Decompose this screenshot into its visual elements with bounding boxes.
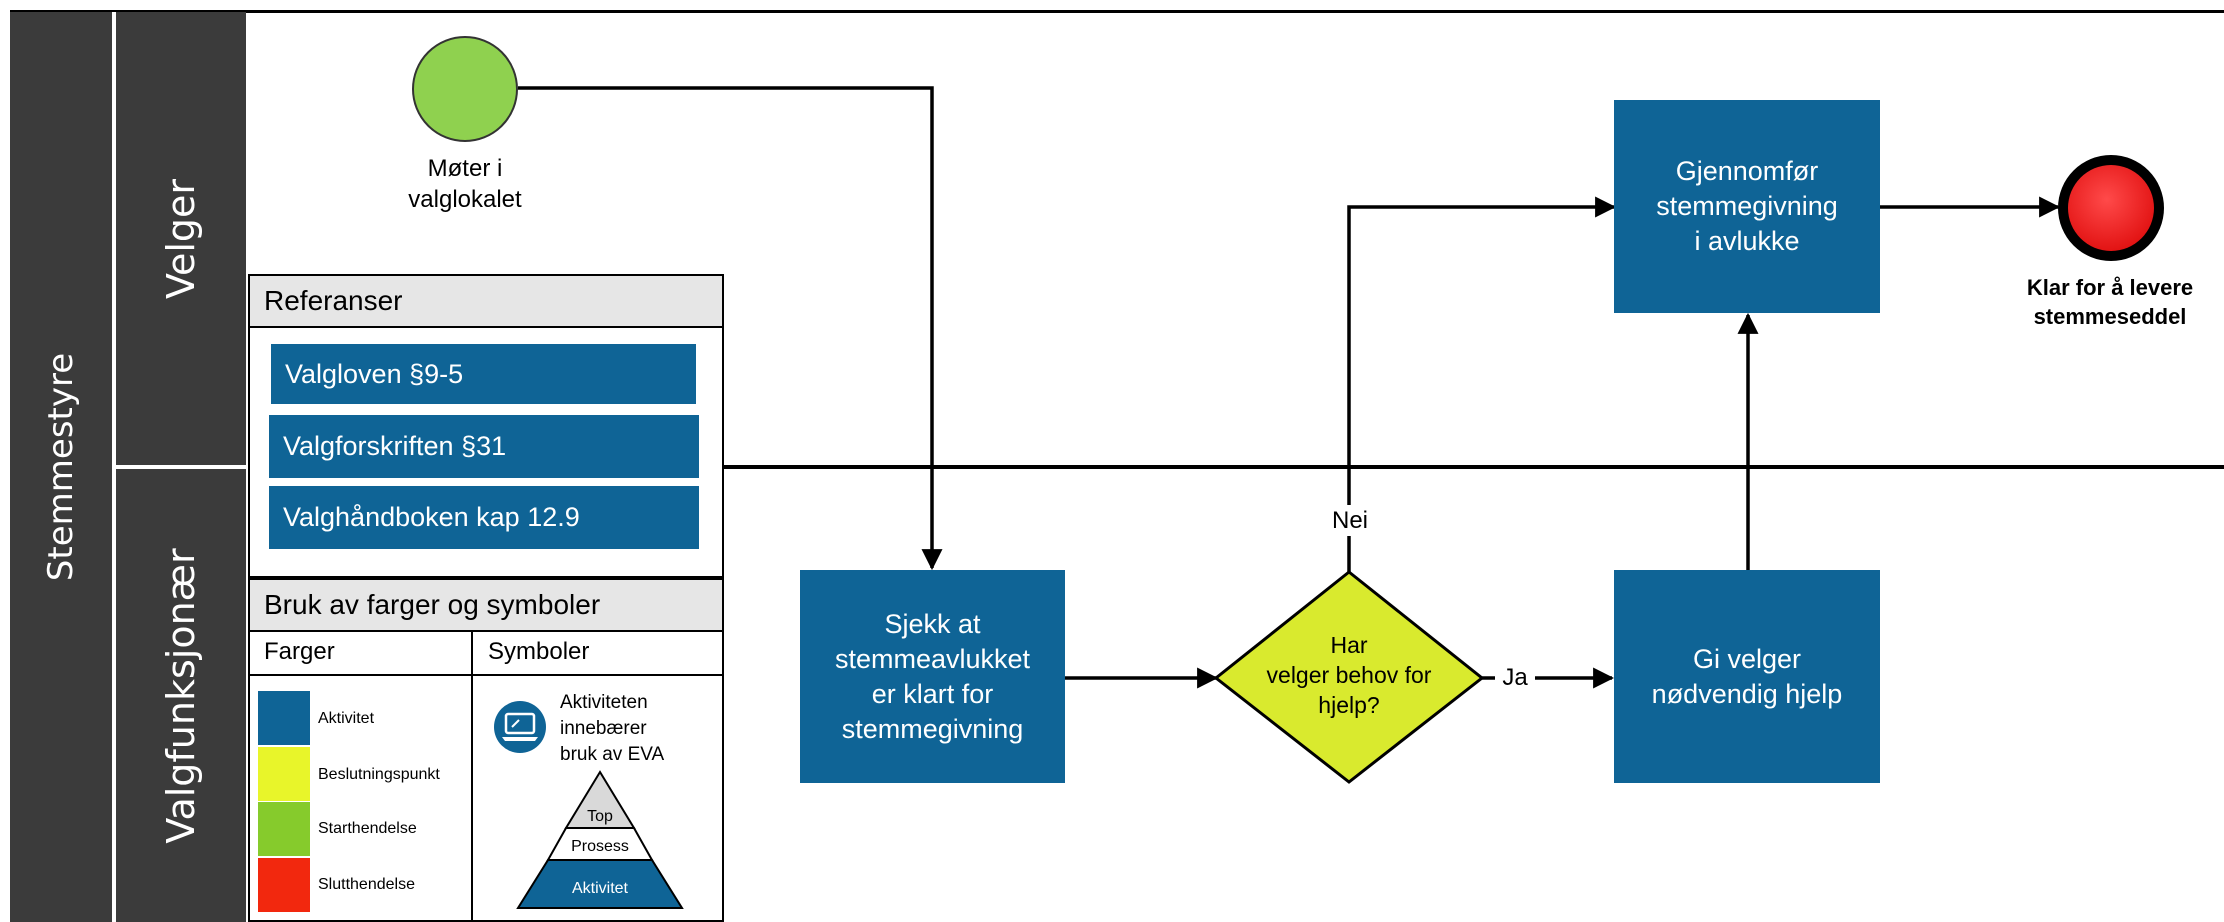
- usage-header: Bruk av farger og symboler: [248, 578, 724, 632]
- laptop-icon: [494, 701, 546, 753]
- activity-check-booth: Sjekk at stemmeavlukket er klart for ste…: [800, 570, 1065, 783]
- swatch-label-starthendelse: Starthendelse: [318, 820, 417, 837]
- swatch-label-aktivitet: Aktivitet: [318, 710, 375, 727]
- symbols-header: Symboler: [488, 638, 590, 665]
- lane-header-valgfunksjonaer: Valgfunksjonær: [116, 469, 246, 922]
- hierarchy-pyramid: Top Prosess Aktivitet: [516, 770, 684, 909]
- pool-header: Stemmestyre: [10, 12, 112, 922]
- lane-divider: [724, 465, 2224, 469]
- flow-gateway-no: [1347, 196, 1617, 572]
- flow-label-yes: Ja: [1495, 662, 1535, 693]
- lane-header-divider: [116, 465, 246, 469]
- activity-vote: Gjennomfør stemmegivning i avlukke: [1614, 100, 1880, 313]
- lane-header-velger: Velger: [116, 12, 246, 465]
- end-event-label: Klar for å levere stemmeseddel: [2026, 275, 2194, 329]
- references-header: Referanser: [248, 274, 724, 328]
- pool-divider: [112, 12, 116, 922]
- swatch-label-slutthendelse: Slutthendelse: [318, 876, 415, 893]
- usage-table: [248, 630, 724, 922]
- pyramid-label-bottom: Aktivitet: [572, 880, 629, 897]
- start-event-label: Møter i valglokalet: [408, 155, 522, 213]
- swatch-beslutningspunkt: [258, 747, 310, 801]
- eva-symbol-text: Aktiviteten innebærer bruk av EVA: [560, 692, 665, 765]
- pyramid-label-top: Top: [587, 808, 613, 825]
- pyramid-bottom: [516, 859, 684, 909]
- swatch-slutthendelse: [258, 858, 310, 912]
- pyramid-label-middle: Prosess: [571, 838, 629, 855]
- reference-valgloven[interactable]: Valgloven §9-5: [271, 344, 696, 404]
- flow-label-no: Nei: [1310, 505, 1390, 536]
- reference-valghandboken[interactable]: Valghåndboken kap 12.9: [269, 486, 699, 549]
- swatch-label-beslutningspunkt: Beslutningspunkt: [318, 766, 440, 783]
- references-box: [248, 326, 724, 578]
- swatch-aktivitet: [258, 691, 310, 745]
- usage-row-divider: [248, 674, 724, 676]
- swatch-starthendelse: [258, 802, 310, 856]
- colors-header: Farger: [264, 638, 335, 665]
- end-event-core: [2068, 165, 2154, 251]
- start-event: [412, 36, 518, 142]
- usage-col-divider: [471, 630, 473, 922]
- activity-give-help: Gi velger nødvendig hjelp: [1614, 570, 1880, 783]
- reference-valgforskriften[interactable]: Valgforskriften §31: [269, 415, 699, 478]
- decision-gateway: [1213, 570, 1485, 784]
- gateway-label: Har velger behov for hjelp?: [1266, 632, 1432, 718]
- flow-start-to-check: [518, 86, 943, 571]
